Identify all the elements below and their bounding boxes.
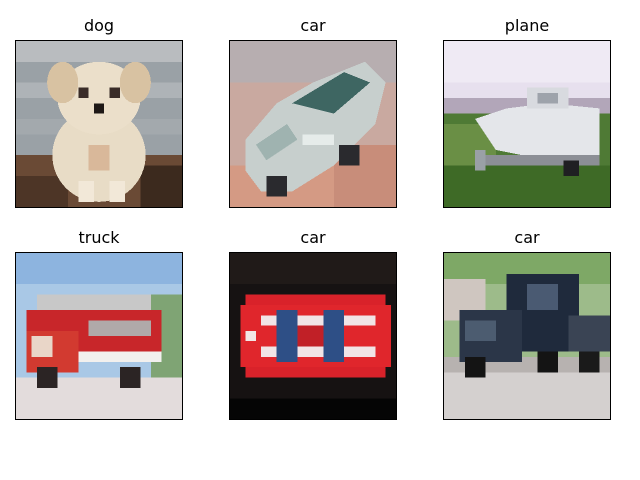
panel-title-dog: dog	[83, 16, 115, 35]
panel-title-car-3: car	[514, 228, 540, 247]
image-panel-truck	[15, 252, 183, 420]
panel-title-car-2: car	[300, 228, 326, 247]
semi-truck-image	[444, 253, 610, 419]
fire-truck-image	[16, 253, 182, 419]
image-panel-car-2	[229, 252, 397, 420]
dog-image	[16, 41, 182, 207]
image-panel-dog	[15, 40, 183, 208]
boat-image	[444, 41, 610, 207]
panel-title-car-1: car	[300, 16, 326, 35]
suv-image	[230, 41, 396, 207]
panel-title-truck: truck	[78, 228, 120, 247]
sports-car-image	[230, 253, 396, 419]
panel-title-plane: plane	[504, 16, 550, 35]
image-panel-car-1	[229, 40, 397, 208]
image-panel-plane	[443, 40, 611, 208]
image-panel-car-3	[443, 252, 611, 420]
